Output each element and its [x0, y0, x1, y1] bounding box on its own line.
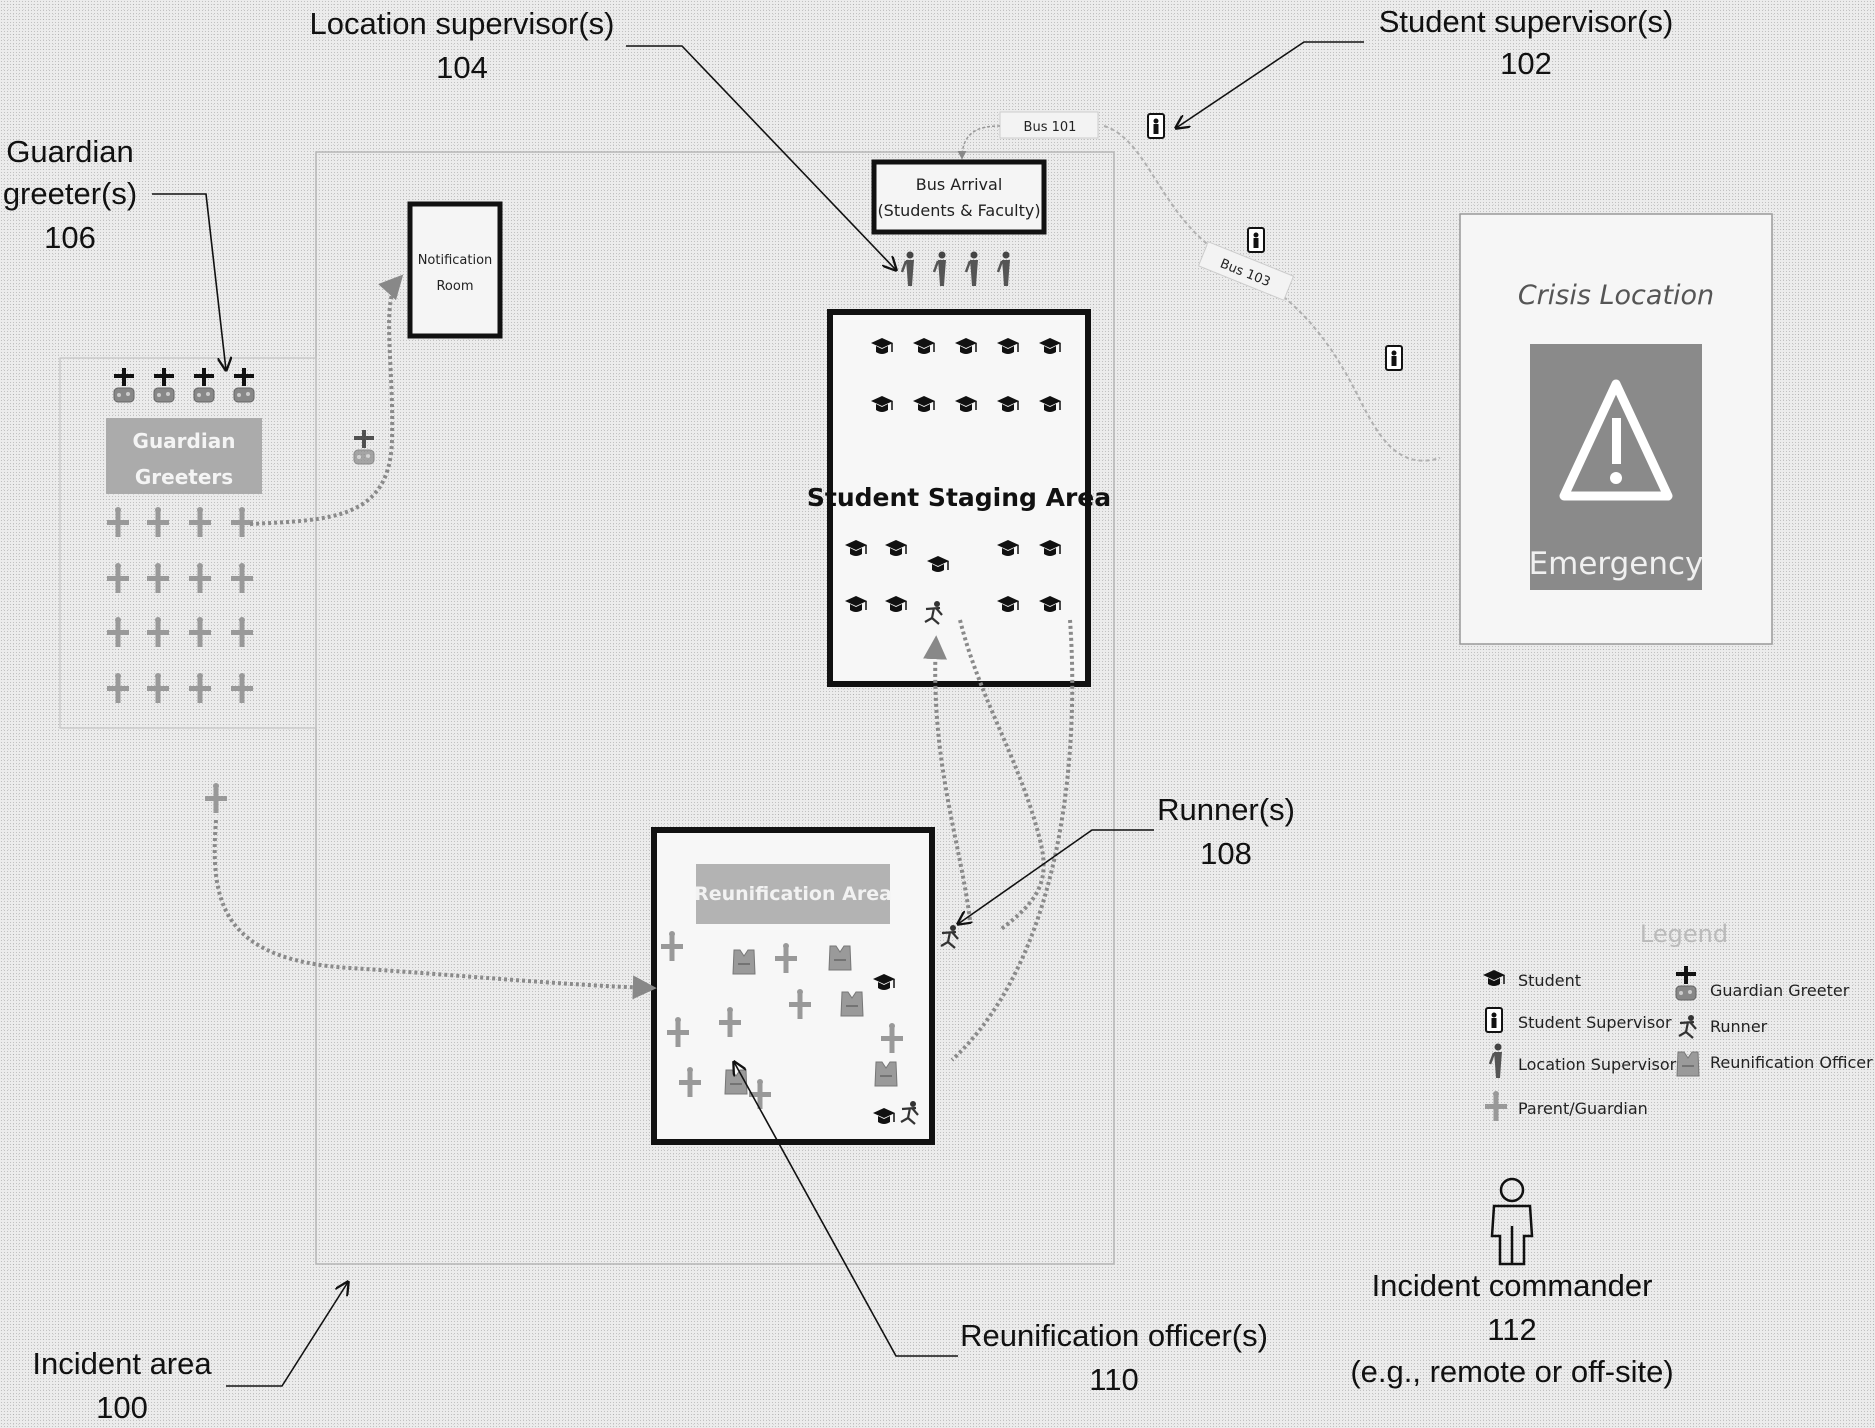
parent-icon — [107, 507, 129, 537]
parent-icon — [231, 507, 253, 537]
student-supervisor-icon — [1148, 114, 1164, 138]
bus-arrival-label-1: Bus Arrival — [916, 175, 1003, 194]
location-supervisor-callout: Location supervisor(s) — [310, 6, 615, 41]
student-staging-label: Student Staging Area — [807, 483, 1111, 512]
parent-icon — [147, 673, 169, 703]
guardian-greeters-label-1: Guardian — [133, 429, 236, 453]
parent-icon — [231, 617, 253, 647]
legend-location-supervisor-label: Location Supervisor — [1518, 1055, 1677, 1074]
bus-arrival-label-2: (Students & Faculty) — [877, 201, 1040, 220]
parent-icon — [107, 617, 129, 647]
warning-exclamation-bar — [1612, 418, 1621, 464]
guardian-greeter-callout-2: greeter(s) — [3, 176, 137, 211]
reunification-area-label: Reunification Area — [694, 883, 892, 905]
legend-reunification-officer-icon — [1677, 1052, 1699, 1076]
incident-commander-ref: 112 — [1487, 1312, 1536, 1347]
bus-101-label: Bus 101 — [1024, 120, 1077, 135]
guardian-greeter-ref: 106 — [44, 220, 96, 255]
incident-area-callout: Incident area — [32, 1346, 212, 1381]
incident-area-ref: 100 — [96, 1390, 148, 1425]
runner-ref: 108 — [1200, 836, 1252, 871]
legend-title: Legend — [1640, 920, 1728, 948]
legend-reunification-officer-label: Reunification Officer — [1710, 1053, 1873, 1072]
parent-guardian-walking — [205, 783, 227, 813]
runner-icon — [941, 925, 958, 948]
runner-leader — [958, 830, 1154, 924]
parent-icon — [189, 617, 211, 647]
incident-commander-icon — [1492, 1179, 1532, 1264]
guardian-greeter-icon — [154, 368, 174, 402]
legend-student-label: Student — [1518, 971, 1581, 990]
locsup-icon — [998, 252, 1010, 287]
bus-arrival-box — [874, 162, 1044, 232]
notification-room-label-1: Notification — [418, 253, 493, 268]
parent-icon — [147, 563, 169, 593]
legend-student-supervisor-label: Student Supervisor — [1518, 1013, 1672, 1032]
parent-icon — [107, 563, 129, 593]
emergency-label: Emergency — [1529, 546, 1704, 582]
incident-commander-callout: Incident commander — [1372, 1268, 1653, 1303]
warning-exclamation-dot — [1610, 472, 1622, 484]
location-supervisor-ref: 104 — [436, 50, 488, 85]
parent-icon — [189, 673, 211, 703]
reunification-officer-ref: 110 — [1089, 1362, 1138, 1397]
legend-parent-guardian-icon — [1485, 1091, 1507, 1121]
notification-room — [410, 204, 500, 336]
parent-icon — [147, 507, 169, 537]
parent-icon — [231, 673, 253, 703]
guardian-greeter-callout-1: Guardian — [6, 134, 134, 169]
guardian-greeter-icon — [114, 368, 134, 402]
legend-parent-guardian-label: Parent/Guardian — [1518, 1099, 1648, 1118]
guardian-greeter-zone — [60, 358, 316, 728]
student-supervisor-callout: Student supervisor(s) — [1379, 4, 1674, 39]
reunification-officer-callout: Reunification officer(s) — [960, 1318, 1268, 1353]
guardian-greeter-escorting — [354, 430, 374, 464]
guardian-greeter-icons — [114, 368, 254, 402]
notification-room-label-2: Room — [436, 279, 473, 294]
path-greeter-to-notification — [250, 278, 400, 524]
student-supervisor-leader — [1176, 42, 1364, 128]
incident-commander-note: (e.g., remote or off-site) — [1350, 1354, 1673, 1389]
crisis-location-title: Crisis Location — [1518, 280, 1714, 311]
locsup-icon — [966, 252, 978, 287]
legend-guardian-greeter-label: Guardian Greeter — [1710, 981, 1850, 1000]
guardian-greeters-label-2: Greeters — [135, 465, 233, 489]
legend-guardian-greeter-icon — [1676, 966, 1696, 1000]
bus-101-arrival-path — [962, 126, 1000, 158]
parent-icon — [189, 563, 211, 593]
guardian-greeter-icon — [194, 368, 214, 402]
parent-guardian-queue — [107, 507, 253, 703]
path-parent-to-reunification — [215, 820, 652, 988]
legend-runner-icon — [1679, 1015, 1696, 1038]
locsup-icon — [902, 252, 914, 287]
student-supervisor-icon — [1248, 228, 1264, 252]
guardian-greeter-icon — [234, 368, 254, 402]
parent-icon — [231, 563, 253, 593]
parent-icon — [189, 507, 211, 537]
legend-runner-label: Runner — [1710, 1017, 1768, 1036]
student-supervisor-ref: 102 — [1500, 46, 1552, 81]
parent-icon — [147, 617, 169, 647]
legend-student-icon — [1483, 970, 1505, 986]
guardian-greeter-leader — [152, 194, 226, 370]
incident-area-leader — [226, 1282, 348, 1386]
legend: Legend Student Student Supervisor Locati… — [1483, 920, 1873, 1121]
location-supervisor-leader — [626, 46, 896, 270]
legend-student-supervisor-icon — [1486, 1008, 1502, 1032]
student-supervisor-icon — [1386, 346, 1402, 370]
runner-callout: Runner(s) — [1157, 792, 1295, 827]
parent-icon — [107, 673, 129, 703]
locsup-icon — [934, 252, 946, 287]
legend-location-supervisor-icon — [1490, 1044, 1502, 1079]
location-supervisor-icons — [902, 252, 1010, 287]
